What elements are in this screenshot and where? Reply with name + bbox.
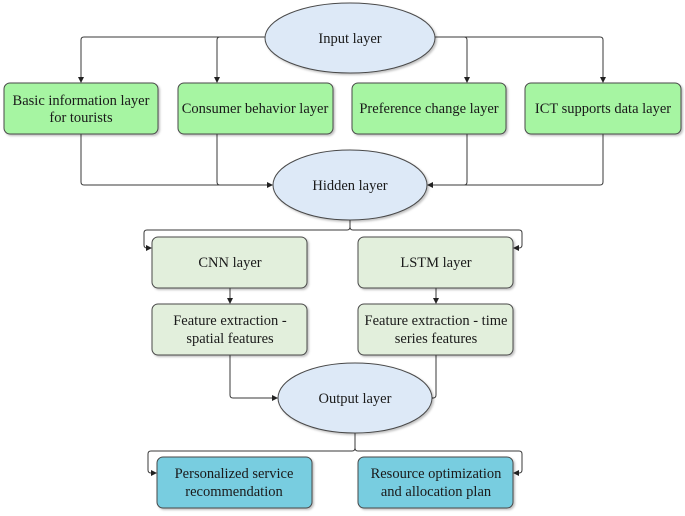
resource-line-2: and allocation plan (381, 484, 492, 500)
ict-data-layer-box: ICT supports data layer (524, 82, 682, 135)
time-series-features-box: Feature extraction - time series feature… (357, 303, 514, 356)
edge-hidden-lstm (349, 226, 523, 251)
consumer-behavior-label: Consumer behavior layer (182, 101, 329, 117)
preference-change-label: Preference change layer (359, 101, 498, 117)
cnn-layer-box: CNN layer (151, 236, 308, 289)
lstm-layer-box: LSTM layer (357, 236, 514, 289)
basic-info-line-1: Basic information layer (13, 93, 150, 109)
input-layer-node: Input layer (264, 2, 436, 74)
time-series-features-line-1: Feature extraction - time (365, 313, 508, 329)
spatial-features-box: Feature extraction - spatial features (151, 303, 308, 356)
preference-change-layer-box: Preference change layer (351, 82, 507, 135)
edge-preference-hidden (463, 134, 468, 186)
connectors-hidden-to-models (143, 220, 523, 251)
resource-line-1: Resource optimization (371, 466, 503, 482)
lstm-layer-label: LSTM layer (400, 255, 471, 271)
basic-info-layer-box: Basic information layer for tourists (3, 82, 159, 135)
edge-input-basic-info (78, 36, 265, 83)
edge-timeseries-output (432, 355, 439, 401)
edge-spatial-output (229, 355, 278, 401)
edge-input-ict (464, 36, 606, 83)
edge-basic-info-hidden (80, 134, 273, 188)
output-layer-label: Output layer (319, 391, 392, 407)
personalized-recommendation-box: Personalized service recommendation (156, 456, 313, 509)
edge-output-resource (354, 447, 523, 476)
spatial-features-line-2: spatial features (186, 331, 274, 347)
time-series-features-line-2: series features (395, 331, 478, 347)
connectors-layers-to-hidden (80, 134, 604, 188)
edge-hidden-cnn (143, 220, 351, 251)
personalized-line-2: recommendation (185, 484, 283, 500)
edge-output-personalized (147, 433, 356, 476)
output-layer-node: Output layer (277, 362, 433, 434)
hidden-layer-node: Hidden layer (272, 149, 428, 221)
basic-info-line-2: for tourists (49, 110, 113, 126)
personalized-line-1: Personalized service (175, 466, 294, 482)
edge-consumer-hidden (216, 134, 221, 186)
edge-ict-hidden (427, 134, 604, 188)
resource-allocation-box: Resource optimization and allocation pla… (357, 456, 514, 509)
hidden-layer-label: Hidden layer (312, 178, 387, 194)
input-layer-label: Input layer (318, 31, 381, 47)
spatial-features-line-1: Feature extraction - (173, 313, 287, 329)
edge-input-consumer (214, 36, 221, 83)
edge-input-preference (435, 36, 470, 83)
ict-data-label: ICT supports data layer (535, 101, 671, 117)
cnn-layer-label: CNN layer (198, 255, 261, 271)
connectors-input-to-layers (78, 36, 606, 83)
consumer-behavior-layer-box: Consumer behavior layer (177, 82, 334, 135)
